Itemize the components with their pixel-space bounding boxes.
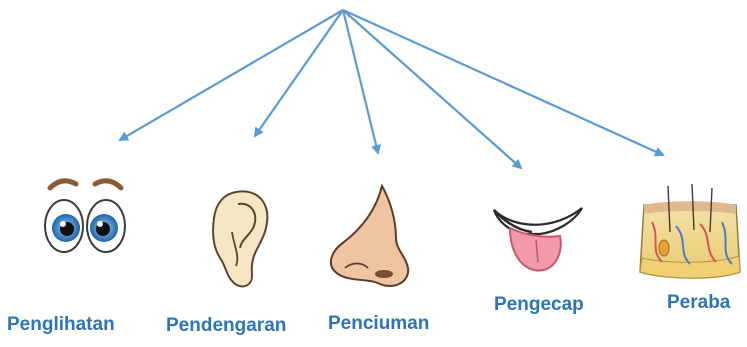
arrow-penglihatan bbox=[120, 10, 343, 140]
eyebrow-left-icon bbox=[50, 181, 76, 188]
eyebrow-right-icon bbox=[95, 181, 121, 188]
nose-icon bbox=[331, 186, 408, 286]
label-pendengaran: Pendengaran bbox=[166, 315, 286, 337]
label-penglihatan: Penglihatan bbox=[7, 314, 115, 336]
eyes-icon bbox=[45, 181, 125, 252]
skin-icon bbox=[640, 184, 740, 278]
tongue-icon bbox=[494, 208, 582, 271]
arrow-peraba bbox=[343, 10, 663, 155]
arrow-penciuman bbox=[343, 10, 378, 153]
arrows bbox=[120, 10, 663, 168]
label-pengecap: Pengecap bbox=[494, 294, 584, 316]
arrow-pengecap bbox=[343, 10, 521, 168]
label-penciuman: Penciuman bbox=[328, 313, 429, 335]
label-peraba: Peraba bbox=[667, 292, 730, 314]
ear-icon bbox=[213, 191, 267, 286]
arrow-pendengaran bbox=[255, 10, 343, 136]
